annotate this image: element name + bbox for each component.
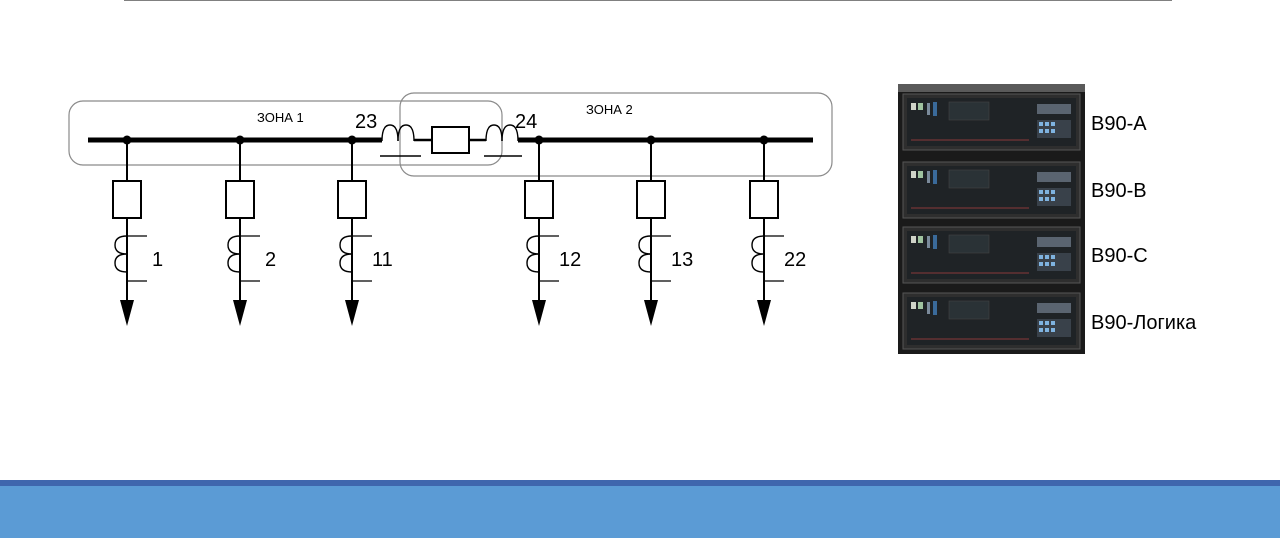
ct-24-coils [469, 124, 522, 157]
feeder-label: 12 [559, 249, 581, 271]
zone-1-label: ЗОНА 1 [257, 110, 304, 125]
feeder-ct [751, 235, 765, 273]
relay-rack [898, 84, 1085, 354]
feeder-label: 11 [372, 249, 393, 271]
relay-unit [902, 292, 1081, 350]
feeder-ct [114, 235, 128, 273]
busbar-protection-diagram: ЗОНА 1 ЗОНА 2 23 24 1 [68, 84, 1197, 354]
relay-unit [902, 226, 1081, 284]
feeder-label: 2 [265, 249, 276, 271]
feeder: 1 [112, 135, 163, 326]
feeder: 11 [337, 135, 393, 326]
feeder-arrow [345, 300, 359, 326]
feeder-arrow [120, 300, 134, 326]
bus-coupler-breaker [431, 126, 470, 154]
feeder-ct [526, 235, 540, 273]
zone-2-boundary [399, 92, 833, 177]
feeder: 2 [225, 135, 276, 326]
feeder-breaker [225, 180, 255, 219]
feeder-ct [227, 235, 241, 273]
feeder-breaker [749, 180, 779, 219]
relay-label-b90-c: B90-C [1091, 245, 1148, 267]
feeder: 22 [749, 135, 806, 326]
feeder-arrow [532, 300, 546, 326]
rack-top [898, 84, 1085, 92]
feeder-arrow [644, 300, 658, 326]
feeder-ct [339, 235, 353, 273]
feeder-label: 13 [671, 249, 693, 271]
feeder-breaker [337, 180, 367, 219]
feeder-label: 22 [784, 249, 806, 271]
relay-label-b90-b: B90-B [1091, 180, 1147, 202]
feeder-ct [638, 235, 652, 273]
top-divider [124, 0, 1172, 1]
feeder-breaker [524, 180, 554, 219]
feeder: 13 [636, 135, 693, 326]
feeder-label: 1 [152, 249, 163, 271]
feeder-breaker [636, 180, 666, 219]
feeder: 12 [524, 135, 581, 326]
relay-label-b90-logic: B90-Логика [1091, 312, 1197, 334]
feeder-arrow [233, 300, 247, 326]
relay-label-b90-a: B90-A [1091, 113, 1147, 135]
ct-24-label: 24 [515, 111, 537, 133]
relay-unit [902, 93, 1081, 151]
relay-unit [902, 161, 1081, 219]
feeder-breaker [112, 180, 142, 219]
ct-23-coils [380, 124, 432, 157]
zone-2-label: ЗОНА 2 [586, 102, 633, 117]
feeder-arrow [757, 300, 771, 326]
footer-bar [0, 480, 1280, 538]
ct-23-label: 23 [355, 111, 377, 133]
